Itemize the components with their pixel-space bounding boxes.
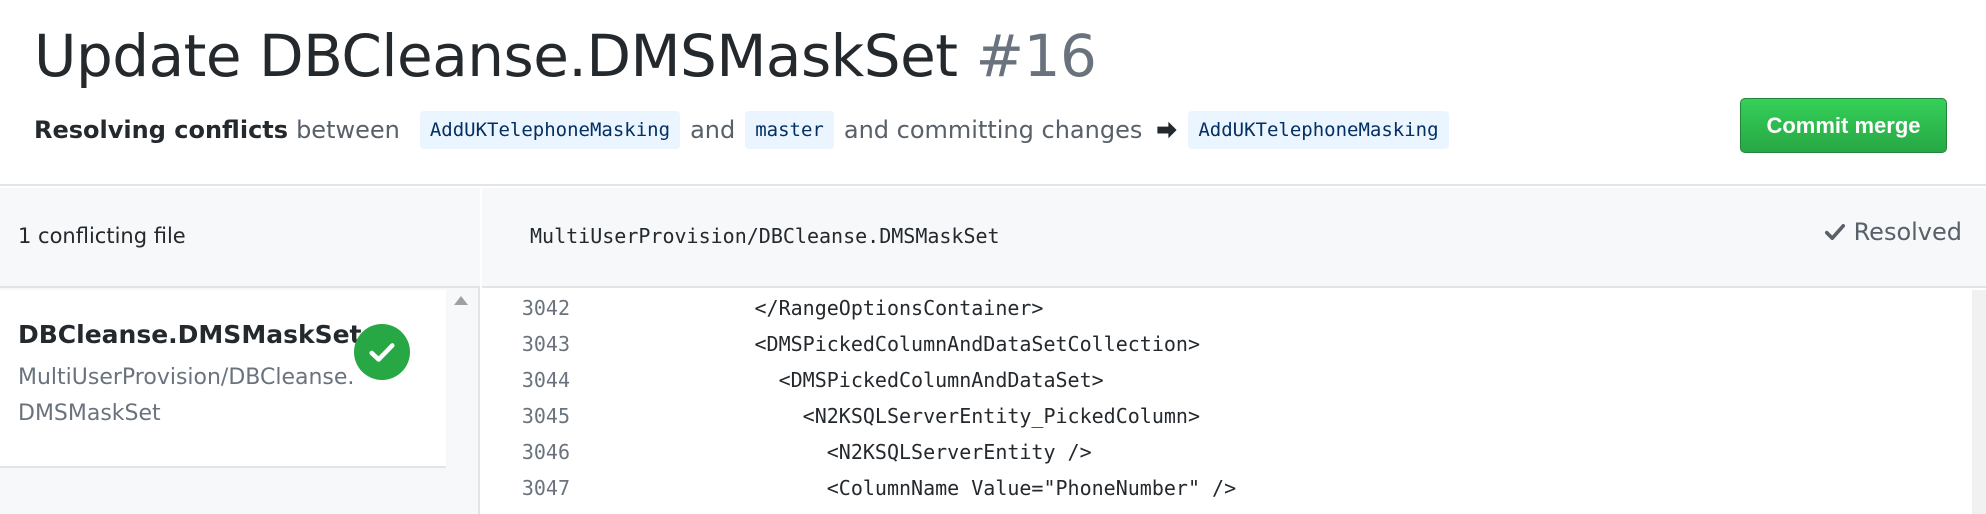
code-line: 3046 <N2KSQLServerEntity /> <box>482 434 1092 470</box>
code-line: 3047 <ColumnName Value="PhoneNumber" /> <box>482 470 1236 506</box>
line-number: 3046 <box>521 440 570 464</box>
editor-header: MultiUserProvision/DBCleanse.DMSMaskSet … <box>482 188 1986 288</box>
code-line: 3044 <DMSPickedColumnAndDataSet> <box>482 362 1104 398</box>
conflict-file-item[interactable]: DBCleanse.DMSMaskSet MultiUserProvision/… <box>0 290 446 468</box>
line-text: </RangeOptionsContainer> <box>610 296 1044 320</box>
sidebar-scrollbar[interactable] <box>446 290 478 514</box>
conflicts-sidebar: 1 conflicting file DBCleanse.DMSMaskSet … <box>0 188 480 514</box>
pr-title: Update DBCleanse.DMSMaskSet <box>34 22 958 90</box>
head-branch[interactable]: AddUKTelephoneMasking <box>419 111 681 149</box>
scroll-up-icon[interactable] <box>454 296 468 305</box>
file-path: MultiUserProvision/DBCleanse. DMSMaskSet <box>18 360 358 432</box>
merge-subtitle: Resolving conflicts between AddUKTelepho… <box>34 108 1449 152</box>
code-line: 3042 </RangeOptionsContainer> <box>482 290 1044 326</box>
line-text: <N2KSQLServerEntity /> <box>610 440 1092 464</box>
pr-header: Update DBCleanse.DMSMaskSet#16 Resolving… <box>0 0 1986 186</box>
code-editor[interactable]: 3042 </RangeOptionsContainer> 3043 <DMSP… <box>482 290 1972 514</box>
check-circle-icon <box>354 324 410 380</box>
conflict-count-label: 1 conflicting file <box>18 224 186 248</box>
code-line: 3045 <N2KSQLServerEntity_PickedColumn> <box>482 398 1200 434</box>
line-number: 3043 <box>521 332 570 356</box>
line-number: 3045 <box>521 404 570 428</box>
file-name: DBCleanse.DMSMaskSet <box>18 320 362 349</box>
pr-number: #16 <box>975 22 1097 90</box>
subtitle-strong: Resolving conflicts <box>34 116 289 144</box>
check-icon <box>1824 224 1845 240</box>
line-text: <DMSPickedColumnAndDataSetCollection> <box>610 332 1201 356</box>
sidebar-header: 1 conflicting file <box>0 188 480 288</box>
arrow-right-icon <box>1156 119 1178 141</box>
line-text: <DMSPickedColumnAndDataSet> <box>610 368 1104 392</box>
subtitle-between: between <box>296 116 400 144</box>
target-branch[interactable]: AddUKTelephoneMasking <box>1188 111 1449 149</box>
base-branch[interactable]: master <box>745 111 834 149</box>
editor-file-path: MultiUserProvision/DBCleanse.DMSMaskSet <box>530 224 1000 248</box>
subtitle-committing: and committing changes <box>843 116 1143 144</box>
editor-scrollbar[interactable] <box>1972 290 1986 514</box>
file-path-line1: MultiUserProvision/DBCleanse. <box>18 365 355 390</box>
line-number: 3042 <box>521 296 570 320</box>
page-title: Update DBCleanse.DMSMaskSet#16 <box>34 22 1097 90</box>
subtitle-and: and <box>690 116 736 144</box>
code-line: 3043 <DMSPickedColumnAndDataSetCollectio… <box>482 326 1200 362</box>
file-path-line2: DMSMaskSet <box>18 401 161 426</box>
resolved-label: Resolved <box>1853 218 1962 246</box>
line-number: 3047 <box>521 476 570 500</box>
resolved-status: Resolved <box>1824 218 1962 246</box>
line-text: <N2KSQLServerEntity_PickedColumn> <box>610 404 1201 428</box>
line-text: <ColumnName Value="PhoneNumber" /> <box>610 476 1237 500</box>
line-number: 3044 <box>521 368 570 392</box>
commit-merge-button[interactable]: Commit merge <box>1740 98 1947 153</box>
